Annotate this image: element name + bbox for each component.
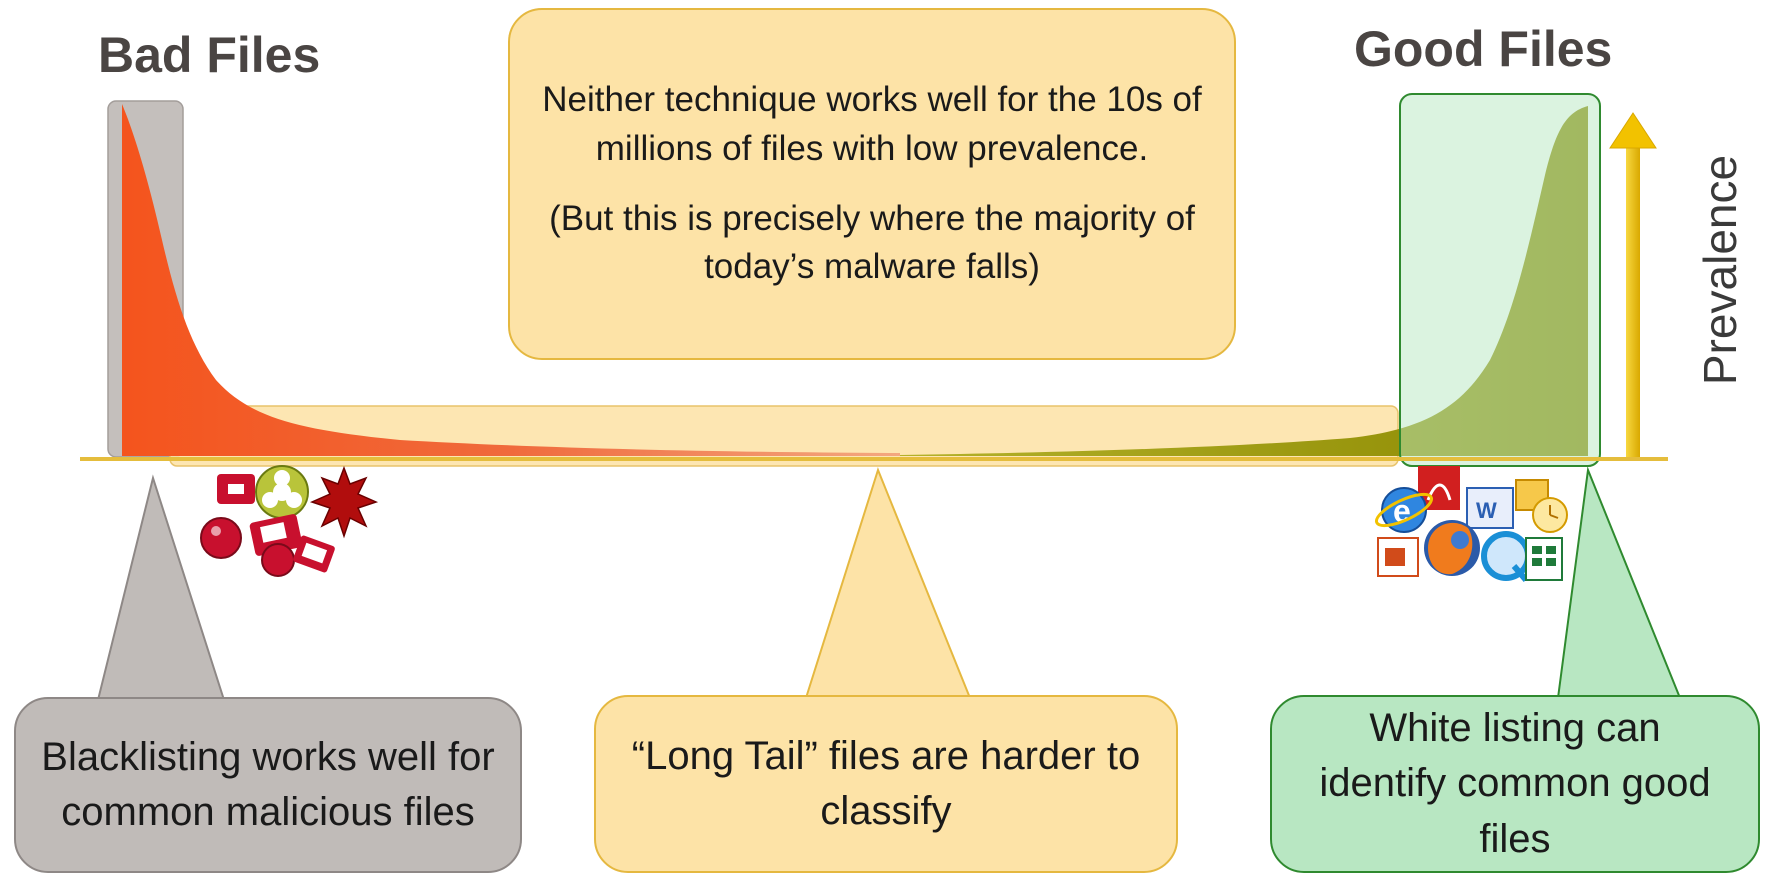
blacklisting-callout: Blacklisting works well for common malic…: [14, 697, 522, 873]
white-listing-pointer: [1556, 466, 1682, 699]
long-tail-callout-text: “Long Tail” files are harder to classify: [631, 733, 1141, 833]
bad-files-heading: Bad Files: [98, 27, 321, 83]
low-prevalence-note-line: Neither technique works well for the 10s…: [542, 80, 1202, 168]
virus-burst-icon: [309, 465, 379, 539]
infected-disk-icon: [249, 514, 335, 577]
svg-text:W: W: [1476, 498, 1497, 523]
bad-files-curve: [122, 104, 900, 456]
white-listing-callout-text: White listing can identify common good f…: [1319, 706, 1711, 861]
good-files-highlight: [1399, 93, 1601, 467]
biohazard-icon: [255, 465, 309, 519]
quicktime-icon: [1481, 531, 1531, 582]
white-listing-callout: White listing can identify common good f…: [1270, 695, 1760, 873]
word-icon: W: [1466, 487, 1514, 529]
prevalence-axis-label: Prevalence: [1694, 154, 1746, 386]
prevalence-arrow: [1609, 112, 1657, 457]
low-prevalence-note: Neither technique works well for the 10s…: [508, 8, 1236, 360]
blacklisting-callout-text: Blacklisting works well for common malic…: [41, 734, 495, 834]
internet-explorer-icon: e: [1374, 487, 1434, 533]
long-tail-pointer: [804, 467, 972, 699]
powerpoint-icon: [1377, 537, 1419, 577]
malware-trojan-icon: [200, 474, 255, 559]
long-tail-callout: “Long Tail” files are harder to classify: [594, 695, 1178, 873]
firefox-icon: [1424, 520, 1480, 576]
outlook-icon: [1515, 479, 1568, 533]
low-prevalence-note-line: (But this is precisely where the majorit…: [549, 199, 1195, 287]
excel-icon: [1525, 537, 1563, 581]
blacklisting-pointer: [96, 474, 226, 701]
good-files-heading: Good Files: [1354, 21, 1613, 77]
